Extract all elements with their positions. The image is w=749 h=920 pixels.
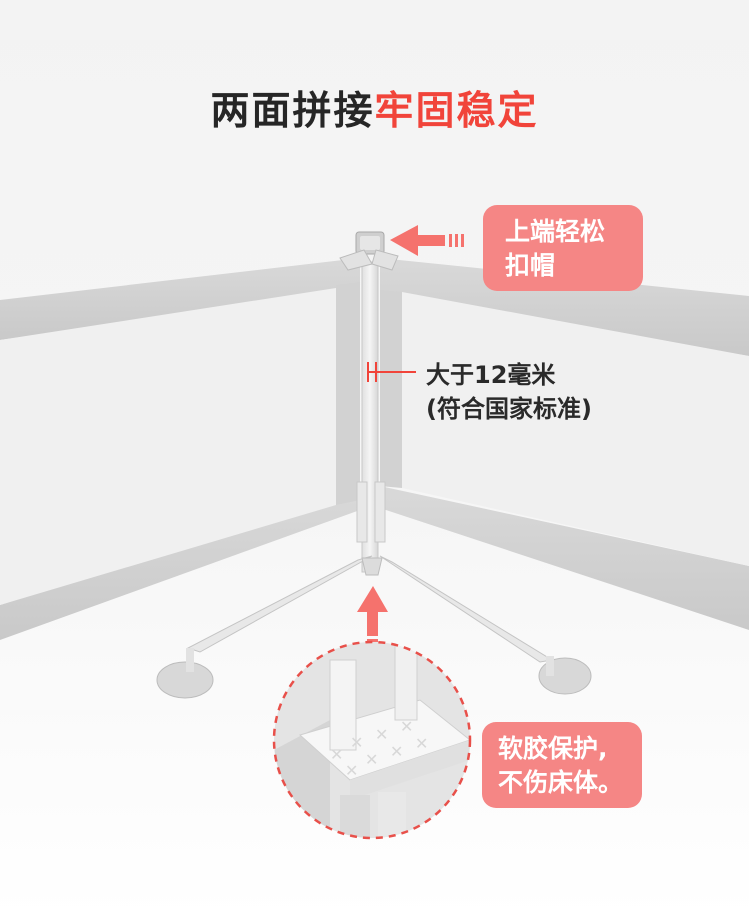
svg-text:✕: ✕ bbox=[400, 717, 413, 736]
svg-text:✕: ✕ bbox=[365, 750, 378, 769]
dimension-line-1: 大于12毫米 bbox=[426, 361, 556, 389]
svg-text:✕: ✕ bbox=[375, 725, 388, 744]
dimension-line-2: (符合国家标准) bbox=[426, 395, 592, 423]
callout-bottom-line-1: 软胶保护, bbox=[498, 734, 608, 763]
svg-text:✕: ✕ bbox=[345, 761, 358, 780]
headline-part-1: 两面拼接 bbox=[210, 89, 375, 134]
callout-bottom-line-2: 不伤床体。 bbox=[498, 768, 624, 797]
callout-top-line-1: 上端轻松 bbox=[505, 217, 606, 246]
svg-text:✕: ✕ bbox=[390, 742, 403, 761]
corner-post bbox=[356, 261, 386, 573]
callout-soft-foot: 软胶保护, 不伤床体。 bbox=[482, 722, 642, 808]
svg-text:✕: ✕ bbox=[350, 733, 363, 752]
right-rail-panel bbox=[380, 258, 749, 630]
arrow-to-cap bbox=[390, 225, 464, 256]
foot-detail-zoom: ✕ ✕ ✕ ✕ ✕ ✕ ✕ ✕ bbox=[272, 640, 472, 840]
headline-part-2: 牢固稳定 bbox=[374, 89, 539, 134]
headline: 两面拼接牢固稳定 bbox=[0, 80, 749, 136]
callout-top-line-2: 扣帽 bbox=[505, 251, 556, 280]
left-rail-panel bbox=[0, 258, 360, 640]
svg-text:✕: ✕ bbox=[330, 745, 343, 764]
base-legs bbox=[156, 555, 592, 699]
dimension-marker bbox=[367, 362, 416, 382]
callout-top-cap: 上端轻松 扣帽 bbox=[483, 205, 643, 291]
top-cap bbox=[339, 231, 399, 271]
svg-text:✕: ✕ bbox=[415, 734, 428, 753]
dimension-label: 大于12毫米 (符合国家标准) bbox=[426, 358, 592, 426]
